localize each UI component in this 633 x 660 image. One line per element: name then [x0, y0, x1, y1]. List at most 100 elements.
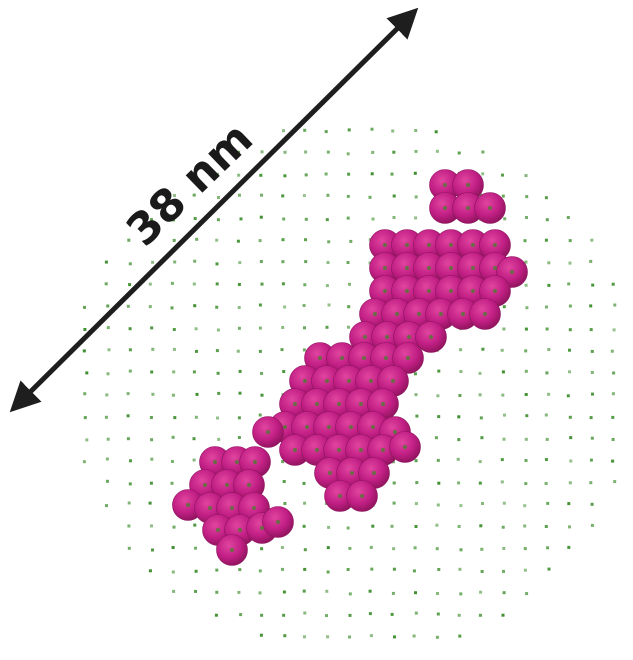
lattice-dot: [568, 370, 571, 374]
lattice-dot: [525, 195, 529, 199]
lattice-dot: [480, 570, 484, 573]
lattice-dot: [105, 504, 108, 508]
lattice-dot: [545, 218, 549, 222]
lattice-dot: [150, 457, 154, 461]
lattice-dot: [259, 173, 263, 177]
lattice-dot: [435, 547, 439, 551]
cluster-core-dot: [347, 379, 351, 383]
lattice-dot: [324, 172, 328, 176]
lattice-dot: [172, 525, 176, 529]
cluster-core-dot: [371, 425, 375, 429]
cluster-core-dot: [493, 266, 497, 270]
lattice-dot: [589, 328, 593, 332]
lattice-dot: [195, 392, 199, 396]
lattice-dot: [501, 173, 504, 177]
lattice-dot: [611, 459, 615, 463]
lattice-dot: [610, 349, 614, 353]
cluster-core-dot: [283, 425, 287, 429]
lattice-dot: [194, 589, 197, 593]
lattice-dot: [415, 414, 419, 418]
lattice-dot: [501, 370, 505, 374]
lattice-dot: [302, 304, 306, 307]
lattice-dot: [590, 436, 594, 440]
cluster-core-dot: [493, 289, 497, 293]
lattice-dot: [459, 592, 463, 596]
lattice-dot: [412, 569, 416, 573]
cluster-core-dot: [493, 243, 497, 247]
lattice-dot: [568, 239, 572, 243]
lattice-dot: [126, 437, 130, 441]
lattice-dot: [215, 238, 219, 242]
lattice-dot: [545, 437, 549, 441]
lattice-dot: [304, 238, 307, 242]
lattice-dot: [258, 349, 262, 353]
lattice-dot: [128, 369, 132, 373]
cluster-core-dot: [337, 402, 341, 406]
lattice-dot: [302, 589, 306, 593]
lattice-dot: [215, 305, 219, 309]
lattice-dot: [390, 524, 394, 528]
lattice-dot: [589, 458, 593, 462]
lattice-dot: [281, 194, 285, 198]
lattice-dot: [523, 547, 527, 551]
cluster-core-dot: [427, 266, 431, 270]
lattice-dot: [193, 304, 197, 308]
lattice-dot: [478, 371, 482, 375]
lattice-dot: [567, 282, 571, 286]
lattice-dot: [589, 304, 593, 308]
lattice-dot: [368, 612, 372, 616]
cluster-core-dot: [315, 448, 319, 452]
lattice-dot: [128, 348, 132, 352]
lattice-dot: [392, 216, 396, 219]
lattice-dot: [215, 568, 219, 572]
cluster-core-dot: [403, 445, 407, 449]
lattice-dot: [525, 306, 529, 310]
lattice-dot: [150, 370, 154, 374]
lattice-dot: [172, 238, 176, 242]
lattice-dot: [524, 482, 528, 486]
cluster-core-dot: [216, 528, 220, 532]
lattice-dot: [459, 348, 463, 352]
lattice-dot: [370, 127, 374, 131]
lattice-dot: [106, 479, 109, 483]
scale-arrow: [9, 7, 419, 413]
lattice-dot: [391, 129, 395, 133]
lattice-dot: [238, 369, 242, 373]
cluster-core-dot: [483, 312, 487, 316]
lattice-dot: [106, 304, 110, 308]
lattice-dot: [523, 239, 527, 243]
lattice-dot: [280, 546, 284, 549]
lattice-dot: [413, 171, 417, 175]
lattice-dot: [281, 238, 285, 242]
lattice-dot: [327, 240, 331, 244]
cluster-core-dot: [391, 379, 395, 383]
lattice-dot: [545, 327, 549, 331]
cluster-core-dot: [471, 243, 475, 247]
lattice-dot: [502, 501, 506, 505]
lattice-dot: [327, 525, 331, 529]
lattice-dot: [170, 481, 174, 485]
lattice-dot: [239, 613, 243, 617]
cluster-core-dot: [276, 520, 280, 524]
cluster-core-dot: [443, 183, 447, 187]
lattice-dot: [302, 194, 306, 197]
lattice-dot: [479, 416, 483, 420]
lattice-dot: [458, 567, 462, 571]
lattice-dot: [478, 481, 482, 485]
lattice-dot: [303, 283, 307, 287]
lattice-dot: [390, 612, 394, 616]
lattice-dot: [104, 415, 108, 419]
lattice-dot: [192, 370, 196, 374]
lattice-dot: [456, 457, 460, 461]
lattice-dot: [128, 327, 132, 331]
lattice-dot: [237, 436, 241, 439]
cluster-core-dot: [461, 312, 465, 316]
lattice-dot: [172, 370, 176, 374]
lattice-dot: [126, 392, 130, 396]
cluster-core-dot: [230, 506, 234, 510]
lattice-dot: [349, 239, 353, 243]
lattice-dot: [589, 259, 593, 263]
cluster-core-dot: [363, 335, 367, 339]
lattice-dot: [481, 150, 485, 154]
cluster-core-dot: [471, 266, 475, 270]
